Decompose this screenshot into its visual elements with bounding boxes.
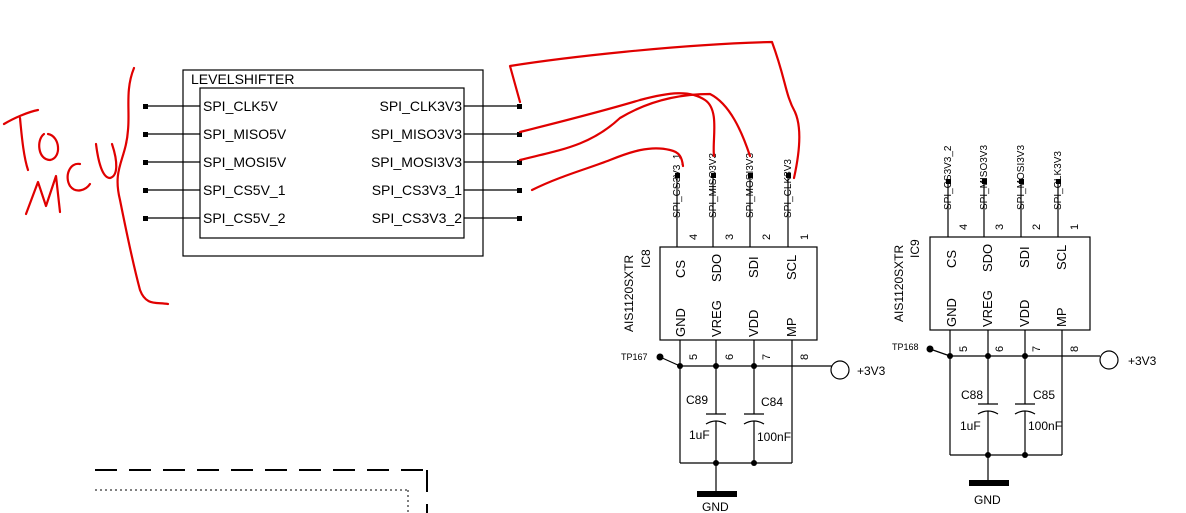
ic9-net-sdo: SPI_MISO3V3 [979, 145, 990, 210]
ic8-pin-sdo: SDO [709, 254, 724, 282]
left-pin-lines [143, 104, 200, 221]
level-shifter-inner-box [199, 87, 465, 239]
ic8-net-scl: SPI_CLK3V3 [783, 159, 794, 218]
ic9-ref: IC9 [908, 239, 922, 258]
right-pin-lines [464, 104, 522, 221]
ic9-pin-sdo: SDO [980, 244, 995, 272]
dashed-region [95, 469, 428, 513]
ic9-pin-sdi: SDI [1017, 246, 1032, 268]
ic8-ground-symbol [697, 491, 737, 497]
ic8-net-sdi: SPI_MOSI3V3 [745, 153, 756, 218]
ic9-supply-symbol [1099, 350, 1119, 370]
ic9-bottom-wiring [926, 330, 1119, 486]
ic8-net-sdo: SPI_MISO3V3 [708, 153, 719, 218]
ic8-cap2-ref: C84 [761, 395, 783, 409]
red-letter-m [24, 174, 62, 216]
ic9-pin-num-3: 3 [994, 224, 1006, 230]
ic9-pin-mp: MP [1054, 308, 1069, 328]
pin-label-spi-miso3v3: SPI_MISO3V3 [371, 126, 462, 142]
ic9-pin-scl: SCL [1054, 245, 1069, 270]
ic8-body [659, 246, 818, 341]
pin-label-spi-clk5v: SPI_CLK5V [203, 98, 278, 114]
ic8-net-cs: SPI_CS3V3_1 [672, 153, 683, 218]
ic8-pin-num-7: 7 [761, 354, 773, 360]
ic9-pin-num-2: 2 [1031, 224, 1043, 230]
level-shifter-outer-box [182, 69, 484, 257]
red-wire-clk [508, 40, 801, 180]
red-letter-c [66, 162, 92, 192]
ic9-body [929, 236, 1091, 331]
ic8-pin-vreg: VREG [709, 300, 724, 337]
red-letter-u [94, 142, 118, 180]
ic9-testpoint-dot [926, 345, 934, 353]
handwritten-annotation [2, 40, 801, 306]
ic9-pin-num-8: 8 [1069, 346, 1081, 352]
red-letter-o [38, 132, 60, 162]
ic8-pin-num-6: 6 [724, 354, 736, 360]
ic9-pin-num-1: 1 [1069, 224, 1081, 230]
ic9-net-sdi: SPI_MOSI3V3 [1016, 145, 1027, 210]
ic9-net-scl: SPI_CLK3V3 [1053, 151, 1064, 210]
pin-label-spi-cs5v-1: SPI_CS5V_1 [203, 182, 286, 198]
pin-label-spi-cs3v3-2: SPI_CS3V3_2 [372, 210, 462, 226]
red-wire-miso [518, 92, 716, 158]
ic8-pin-mp: MP [784, 318, 799, 338]
ic9-pin-vdd: VDD [1017, 300, 1032, 327]
ic8-pin-num-3: 3 [724, 234, 736, 240]
ic8-cap1-ref: C89 [686, 393, 708, 407]
pin-label-spi-clk3v3: SPI_CLK3V3 [380, 98, 463, 114]
ic9-cap1-ref: C88 [961, 388, 983, 402]
pin-label-spi-cs5v-2: SPI_CS5V_2 [203, 210, 286, 226]
ic8: SPI_CS3V3_1 SPI_MISO3V3 SPI_MOSI3V3 SPI_… [621, 153, 886, 513]
ic9-pin-num-4: 4 [958, 224, 970, 230]
red-letter-t [2, 108, 40, 172]
red-wire-mosi [518, 92, 752, 162]
ic8-pin-sdi: SDI [746, 256, 761, 278]
ic9-part: AIS1120SXTR [892, 245, 906, 322]
ic8-pin-num-4: 4 [688, 234, 700, 240]
ic8-pin-num-1: 1 [799, 234, 811, 240]
ic8-pin-num-5: 5 [688, 354, 700, 360]
ic9-cap2-ref: C85 [1033, 388, 1055, 402]
ic8-cap1-value: 1uF [689, 428, 710, 442]
ic8-testpoint-dot [656, 353, 664, 361]
red-bracket [116, 66, 170, 306]
pin-label-spi-cs3v3-1: SPI_CS3V3_1 [372, 182, 462, 198]
ic9-pin-num-7: 7 [1031, 346, 1043, 352]
red-wire-cs [530, 147, 685, 192]
ic8-supply-label: +3V3 [857, 364, 886, 378]
ic9-pin-num-5: 5 [958, 346, 970, 352]
ic9-cap1-value: 1uF [960, 419, 981, 433]
ic8-pin-cs: CS [673, 260, 688, 278]
ic9-pin-cs: CS [944, 250, 959, 268]
ic8-bottom-wiring [656, 340, 850, 497]
ic8-pin-gnd: GND [673, 308, 688, 337]
ic8-pin-scl: SCL [784, 255, 799, 280]
ic8-ground-label: GND [702, 500, 729, 513]
ic9-cap2-value: 100nF [1028, 419, 1062, 433]
ic8-supply-symbol [830, 360, 850, 380]
ic8-cap2-value: 100nF [757, 430, 791, 444]
ic9-ground-symbol [969, 480, 1009, 486]
ic9-pin-num-6: 6 [994, 346, 1006, 352]
ic9-pin-gnd: GND [944, 298, 959, 327]
ic9-net-cs: SPI_CS3V3_2 [943, 145, 954, 210]
ic8-pin-vdd: VDD [746, 310, 761, 337]
ic8-part: AIS1120SXTR [622, 255, 636, 332]
ic8-pin-num-2: 2 [761, 234, 773, 240]
ic9-testpoint-label: TP168 [892, 342, 919, 352]
level-shifter: LEVELSHIFTER SPI_CLK5V SPI_MISO5V SPI_MO… [143, 69, 522, 257]
pin-label-spi-mosi3v3: SPI_MOSI3V3 [371, 154, 462, 170]
level-shifter-title: LEVELSHIFTER [191, 71, 294, 87]
ic8-testpoint-label: TP167 [621, 352, 648, 362]
ic9-pin-vreg: VREG [980, 290, 995, 327]
pin-label-spi-mosi5v: SPI_MOSI5V [203, 154, 287, 170]
ic8-ref: IC8 [639, 249, 653, 268]
ic9: SPI_CS3V3_2 SPI_MISO3V3 SPI_MOSI3V3 SPI_… [892, 145, 1157, 507]
ic9-supply-label: +3V3 [1128, 354, 1157, 368]
pin-label-spi-miso5v: SPI_MISO5V [203, 126, 287, 142]
ic9-ground-label: GND [974, 493, 1001, 507]
ic8-pin-num-8: 8 [799, 354, 811, 360]
